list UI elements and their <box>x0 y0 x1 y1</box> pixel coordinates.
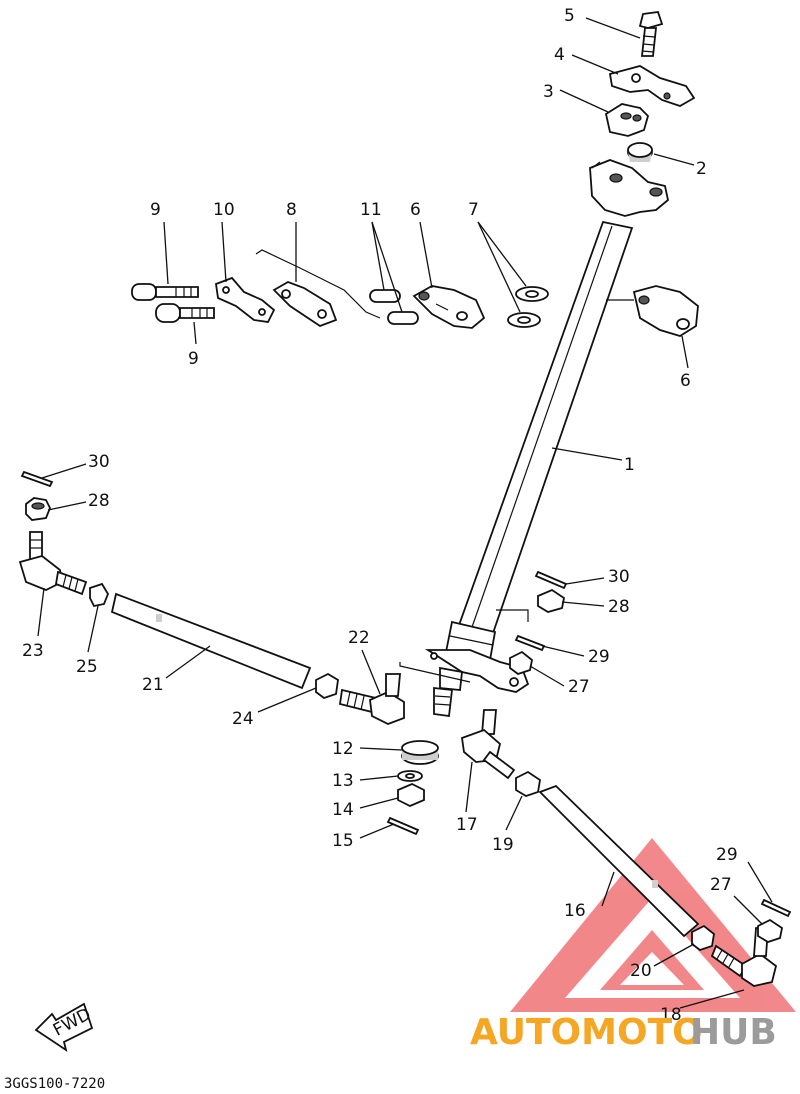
callout-1: 1 <box>624 455 635 475</box>
cotter-pin-29-upper <box>514 634 546 652</box>
callout-20: 19 <box>492 835 514 855</box>
cotter-pin-29-lower <box>760 898 792 918</box>
plate-part-4 <box>608 65 696 107</box>
bracket-part-11 <box>215 276 276 323</box>
callout-16: 15 <box>332 831 354 851</box>
collar-part-13 <box>401 740 439 765</box>
cotter-pin-part-16 <box>386 816 420 836</box>
watermark-text: AUTOMOTO HUB <box>470 1012 777 1053</box>
callout-10: 9 <box>150 200 161 220</box>
bushing-part-2 <box>627 142 653 162</box>
callout-7: 7 <box>468 200 479 220</box>
callout-17: 16 <box>564 901 586 921</box>
callout-3: 3 <box>543 82 554 102</box>
washer-part-14 <box>397 770 423 782</box>
holder-part-6-right <box>632 285 699 337</box>
tie-rod-22 <box>110 592 312 690</box>
callout-30-left: 30 <box>88 452 110 472</box>
arm-part-8 <box>255 249 381 328</box>
callout-22: 21 <box>142 675 164 695</box>
washers-part-7 <box>507 286 549 328</box>
callout-30-right: 30 <box>608 567 630 587</box>
bolt-part-5 <box>638 11 664 57</box>
cotter-pin-30-right <box>534 570 568 590</box>
leader-lines <box>37 17 773 1009</box>
callout-28-left: 28 <box>88 491 110 511</box>
nut-27-lower <box>757 918 784 943</box>
callout-25: 24 <box>232 709 254 729</box>
nut-28-right <box>537 588 566 613</box>
bolt-part-10 <box>131 283 199 301</box>
nut-part-20 <box>515 770 541 797</box>
callout-9: 9 <box>188 349 199 369</box>
callout-27-lower: 27 <box>710 875 732 895</box>
nut-27-upper <box>509 650 533 676</box>
tie-rod-17 <box>538 784 700 938</box>
callout-27-upper: 27 <box>568 677 590 697</box>
steering-column <box>399 159 669 718</box>
callout-24: 23 <box>22 641 44 661</box>
cotter-pin-30-left <box>20 470 54 488</box>
callout-13: 12 <box>332 739 354 759</box>
callout-21: 20 <box>630 961 652 981</box>
callout-5: 5 <box>564 6 575 26</box>
callout-18: 17 <box>456 815 478 835</box>
callout-11: 10 <box>213 200 235 220</box>
callout-23: 22 <box>348 628 370 648</box>
callout-numbers: 5 4 3 2 1 6 6 7 11 8 10 9 9 30 28 23 25 … <box>22 6 738 1025</box>
callout-29-lower: 29 <box>716 845 738 865</box>
watermark-text-left: AUTOMOTO <box>470 1012 703 1053</box>
nut-25 <box>315 672 339 700</box>
holder-part-3 <box>604 103 650 137</box>
fwd-arrow-icon: FWD <box>34 1002 94 1053</box>
holder-part-6-left <box>412 285 486 329</box>
nut-26 <box>89 582 110 608</box>
callout-8: 8 <box>286 200 297 220</box>
callout-28-right: 28 <box>608 597 630 617</box>
nut-part-21 <box>691 924 715 952</box>
drawing-code: 3GGS100-7220 <box>4 1076 105 1092</box>
callout-19: 18 <box>660 1005 682 1025</box>
nut-part-15 <box>397 783 425 807</box>
tie-rod-end-23 <box>338 673 405 725</box>
callout-6-left: 6 <box>410 200 421 220</box>
watermark-logo-icon <box>510 838 796 1012</box>
tie-rod-end-18 <box>461 709 516 780</box>
callout-14: 13 <box>332 771 354 791</box>
collars-part-12 <box>369 289 419 325</box>
callout-29-upper: 29 <box>588 647 610 667</box>
bolt-part-9 <box>155 303 215 323</box>
callout-6-right: 6 <box>680 371 691 391</box>
tie-rod-end-24 <box>18 531 88 596</box>
callout-12: 11 <box>360 200 382 220</box>
callout-15: 14 <box>332 800 354 820</box>
watermark-text-right: HUB <box>690 1012 777 1053</box>
callout-2: 2 <box>696 159 707 179</box>
callout-4: 4 <box>554 45 565 65</box>
nut-28-left <box>25 497 51 521</box>
callout-26: 25 <box>76 657 98 677</box>
